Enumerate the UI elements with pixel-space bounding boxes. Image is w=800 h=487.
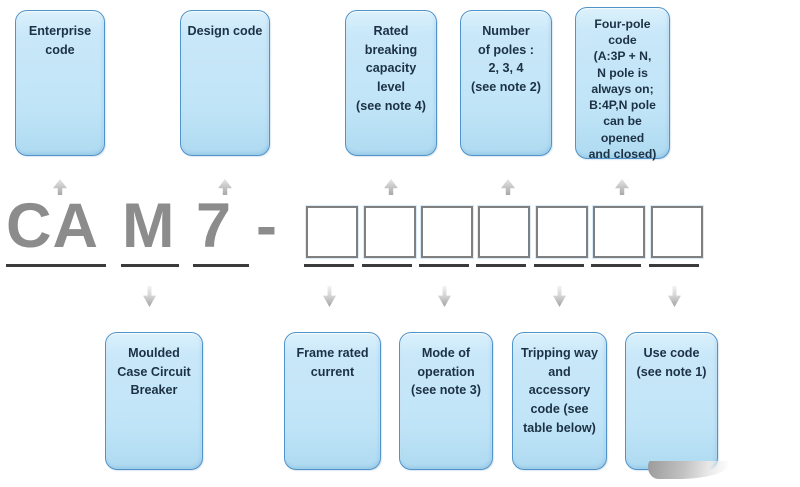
code-slot [306, 206, 358, 258]
code-letter-7: 7 [196, 191, 233, 261]
slot-underline [649, 264, 699, 267]
bottom-box-use-code: Use code (see note 1) [625, 332, 718, 470]
code-slot [421, 206, 473, 258]
slot-underline [534, 264, 584, 267]
code-slot [651, 206, 703, 258]
underline-ca [6, 264, 106, 267]
top-box-enterprise-code-label: Enterprise code [28, 24, 92, 57]
top-box-design-code-label: Design code [187, 24, 263, 38]
code-letter-ca: CA [6, 191, 99, 261]
bottom-box-tripping-way-label: Tripping way and accessory code (see tab… [521, 346, 598, 435]
slot-underline [591, 264, 641, 267]
down-arrow-icon [438, 286, 451, 307]
top-box-rated-breaking-capacity: Rated breaking capacity level (see note … [345, 10, 437, 156]
top-box-design-code: Design code [180, 10, 270, 156]
down-arrow-icon [668, 286, 681, 307]
bottom-box-mode-of-operation: Mode of operation (see note 3) [399, 332, 493, 470]
down-arrow-icon [553, 286, 566, 307]
bottom-box-frame-rated-current-label: Frame rated current [296, 346, 369, 379]
top-box-four-pole-code-label: Four-pole code (A:3P + N, N pole is alwa… [588, 17, 657, 161]
bottom-box-mccb-label: Moulded Case Circuit Breaker [117, 346, 191, 398]
code-slot [364, 206, 416, 258]
slot-underline [419, 264, 469, 267]
top-box-number-of-poles-label: Number of poles : 2, 3, 4 (see note 2) [471, 24, 541, 94]
top-box-rated-breaking-capacity-label: Rated breaking capacity level (see note … [356, 24, 426, 113]
bottom-box-tripping-way-accessory-code: Tripping way and accessory code (see tab… [512, 332, 607, 470]
code-slot [478, 206, 530, 258]
code-letter-m: M [122, 191, 176, 261]
page-curl-shadow [648, 461, 728, 479]
bottom-box-frame-rated-current: Frame rated current [284, 332, 381, 470]
underline-m [121, 264, 179, 267]
slot-underline [304, 264, 354, 267]
bottom-box-moulded-case-circuit-breaker: Moulded Case Circuit Breaker [105, 332, 203, 470]
top-box-enterprise-code: Enterprise code [15, 10, 105, 156]
up-arrow-icon [501, 179, 515, 195]
top-box-number-of-poles: Number of poles : 2, 3, 4 (see note 2) [460, 10, 552, 156]
up-arrow-icon [615, 179, 629, 195]
down-arrow-icon [323, 286, 336, 307]
top-box-four-pole-code: Four-pole code (A:3P + N, N pole is alwa… [575, 7, 670, 161]
underline-7 [193, 264, 249, 267]
code-slot [536, 206, 588, 258]
slot-underline [362, 264, 412, 267]
down-arrow-icon [143, 286, 156, 307]
up-arrow-icon [384, 179, 398, 195]
bottom-box-mode-of-operation-label: Mode of operation (see note 3) [411, 346, 481, 398]
code-slot [593, 206, 645, 258]
bottom-box-use-code-label: Use code (see note 1) [636, 346, 707, 379]
slot-underline [476, 264, 526, 267]
code-hyphen: - [256, 191, 278, 261]
